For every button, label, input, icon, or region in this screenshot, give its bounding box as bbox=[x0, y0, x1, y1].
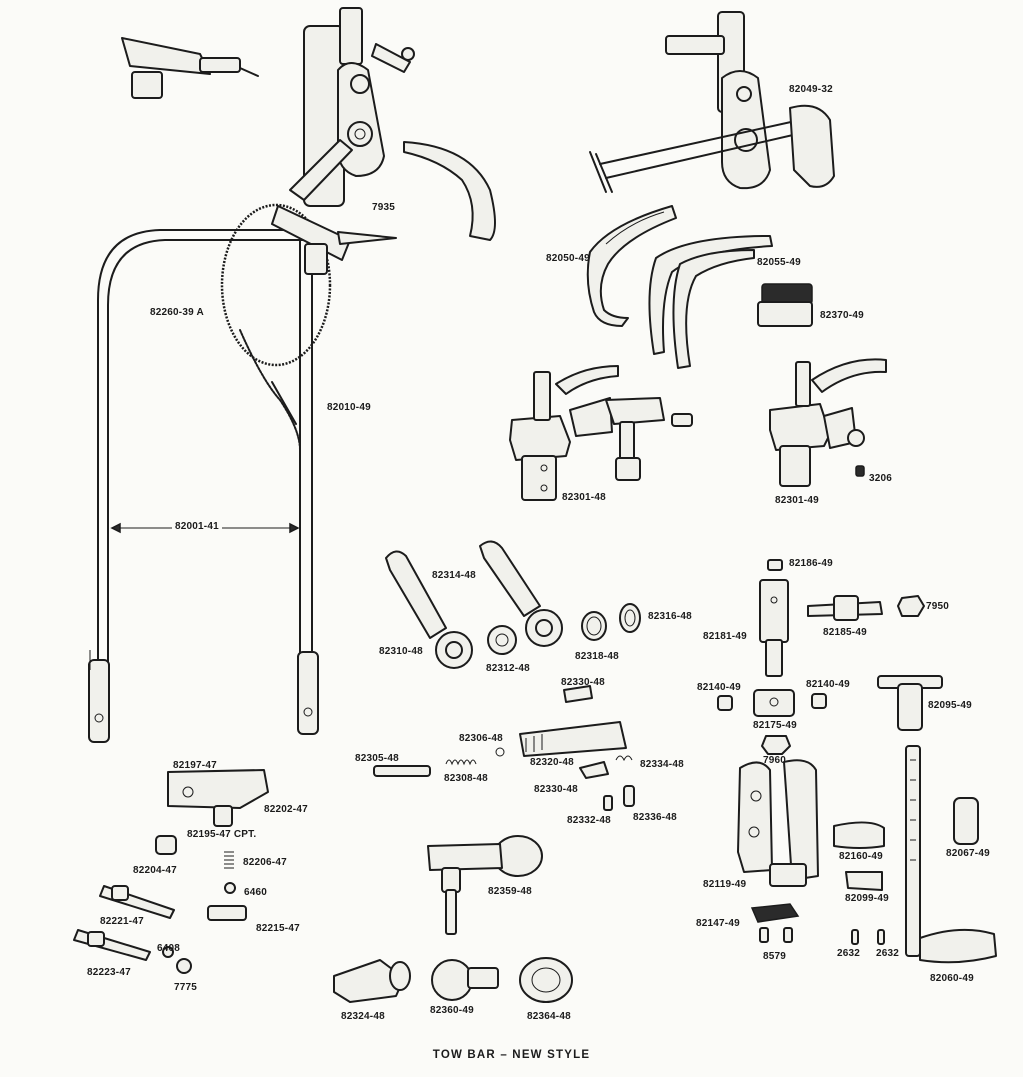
bracket-and-rod-drawing bbox=[737, 745, 997, 964]
part-label: 82320-48 bbox=[530, 757, 574, 768]
left-small-parts-drawing bbox=[73, 769, 269, 974]
fittings-column-drawing bbox=[717, 559, 943, 755]
part-label: 82308-48 bbox=[444, 773, 488, 784]
part-label: 82050-49 bbox=[546, 253, 590, 264]
tow-bar-frame-drawing bbox=[88, 229, 319, 743]
part-label: 82370-49 bbox=[820, 310, 864, 321]
part-label: 82305-48 bbox=[355, 753, 399, 764]
diagram-caption: TOW BAR – NEW STYLE bbox=[432, 1049, 591, 1061]
valve-unit-48-drawing bbox=[509, 365, 693, 501]
part-label: 82055-49 bbox=[757, 257, 801, 268]
part-label: 82223-47 bbox=[87, 967, 131, 978]
part-label: 7960 bbox=[763, 755, 787, 766]
lever-arms-drawing bbox=[385, 540, 641, 669]
part-label: 8579 bbox=[763, 951, 787, 962]
part-label: 82060-49 bbox=[930, 973, 974, 984]
part-label: 82334-48 bbox=[640, 759, 684, 770]
cable-drawing bbox=[220, 203, 332, 451]
part-label: 82160-49 bbox=[839, 851, 883, 862]
part-label: 82204-47 bbox=[133, 865, 177, 876]
part-label: 82360-49 bbox=[430, 1005, 474, 1016]
ratchet-plates-drawing bbox=[586, 205, 773, 369]
part-label: 82140-49 bbox=[806, 679, 850, 690]
part-label: 82095-49 bbox=[928, 700, 972, 711]
part-label: 6460 bbox=[244, 887, 268, 898]
part-label: 2632 bbox=[837, 948, 861, 959]
part-label: 82185-49 bbox=[823, 627, 867, 638]
rubber-block-drawing bbox=[757, 283, 813, 327]
part-label: 82359-48 bbox=[488, 886, 532, 897]
part-label: 82195-47 CPT. bbox=[187, 829, 257, 840]
part-label: 6408 bbox=[157, 943, 181, 954]
part-label: 82330-48 bbox=[534, 784, 578, 795]
part-label: 82175-49 bbox=[753, 720, 797, 731]
coupling-head-drawing bbox=[271, 7, 415, 275]
part-label: 82215-47 bbox=[256, 923, 300, 934]
part-label: 82140-49 bbox=[697, 682, 741, 693]
part-label: 82318-48 bbox=[575, 651, 619, 662]
part-label: 82330-48 bbox=[561, 677, 605, 688]
part-label: 82364-48 bbox=[527, 1011, 571, 1022]
clamp-assembly-drawing bbox=[589, 11, 835, 193]
part-label: 82119-49 bbox=[703, 879, 747, 890]
part-label: 82301-48 bbox=[562, 492, 606, 503]
valve-unit-49-drawing bbox=[769, 358, 887, 487]
bottom-center-parts-drawing bbox=[333, 835, 573, 1003]
part-label: 82314-48 bbox=[432, 570, 476, 581]
part-label: 3206 bbox=[869, 473, 893, 484]
part-label: 82206-47 bbox=[243, 857, 287, 868]
part-label: 7950 bbox=[926, 601, 950, 612]
part-label: 82010-49 bbox=[327, 402, 371, 413]
part-label: 82181-49 bbox=[703, 631, 747, 642]
center-small-parts-drawing bbox=[373, 685, 635, 811]
dimension-label: 82001-41 bbox=[172, 521, 222, 533]
part-label: 82301-49 bbox=[775, 495, 819, 506]
part-label: 82312-48 bbox=[486, 663, 530, 674]
part-label: 82306-48 bbox=[459, 733, 503, 744]
part-label: 82147-49 bbox=[696, 918, 740, 929]
part-label: 82067-49 bbox=[946, 848, 990, 859]
part-label: 82049-32 bbox=[789, 84, 833, 95]
part-label: 82332-48 bbox=[567, 815, 611, 826]
part-label: 82324-48 bbox=[341, 1011, 385, 1022]
handle-assembly-drawing bbox=[121, 37, 259, 99]
part-label: 7775 bbox=[174, 982, 198, 993]
part-label: 82099-49 bbox=[845, 893, 889, 904]
part-label: 2632 bbox=[876, 948, 900, 959]
part-label: 7935 bbox=[372, 202, 396, 213]
part-label: 82197-47 bbox=[173, 760, 217, 771]
part-label: 82336-48 bbox=[633, 812, 677, 823]
spring-clip-drawing bbox=[403, 141, 496, 241]
part-label: 82202-47 bbox=[264, 804, 308, 815]
part-label: 82221-47 bbox=[100, 916, 144, 927]
part-label: 82260-39 A bbox=[150, 307, 204, 318]
part-label: 82316-48 bbox=[648, 611, 692, 622]
part-label: 82186-49 bbox=[789, 558, 833, 569]
part-label: 82310-48 bbox=[379, 646, 423, 657]
